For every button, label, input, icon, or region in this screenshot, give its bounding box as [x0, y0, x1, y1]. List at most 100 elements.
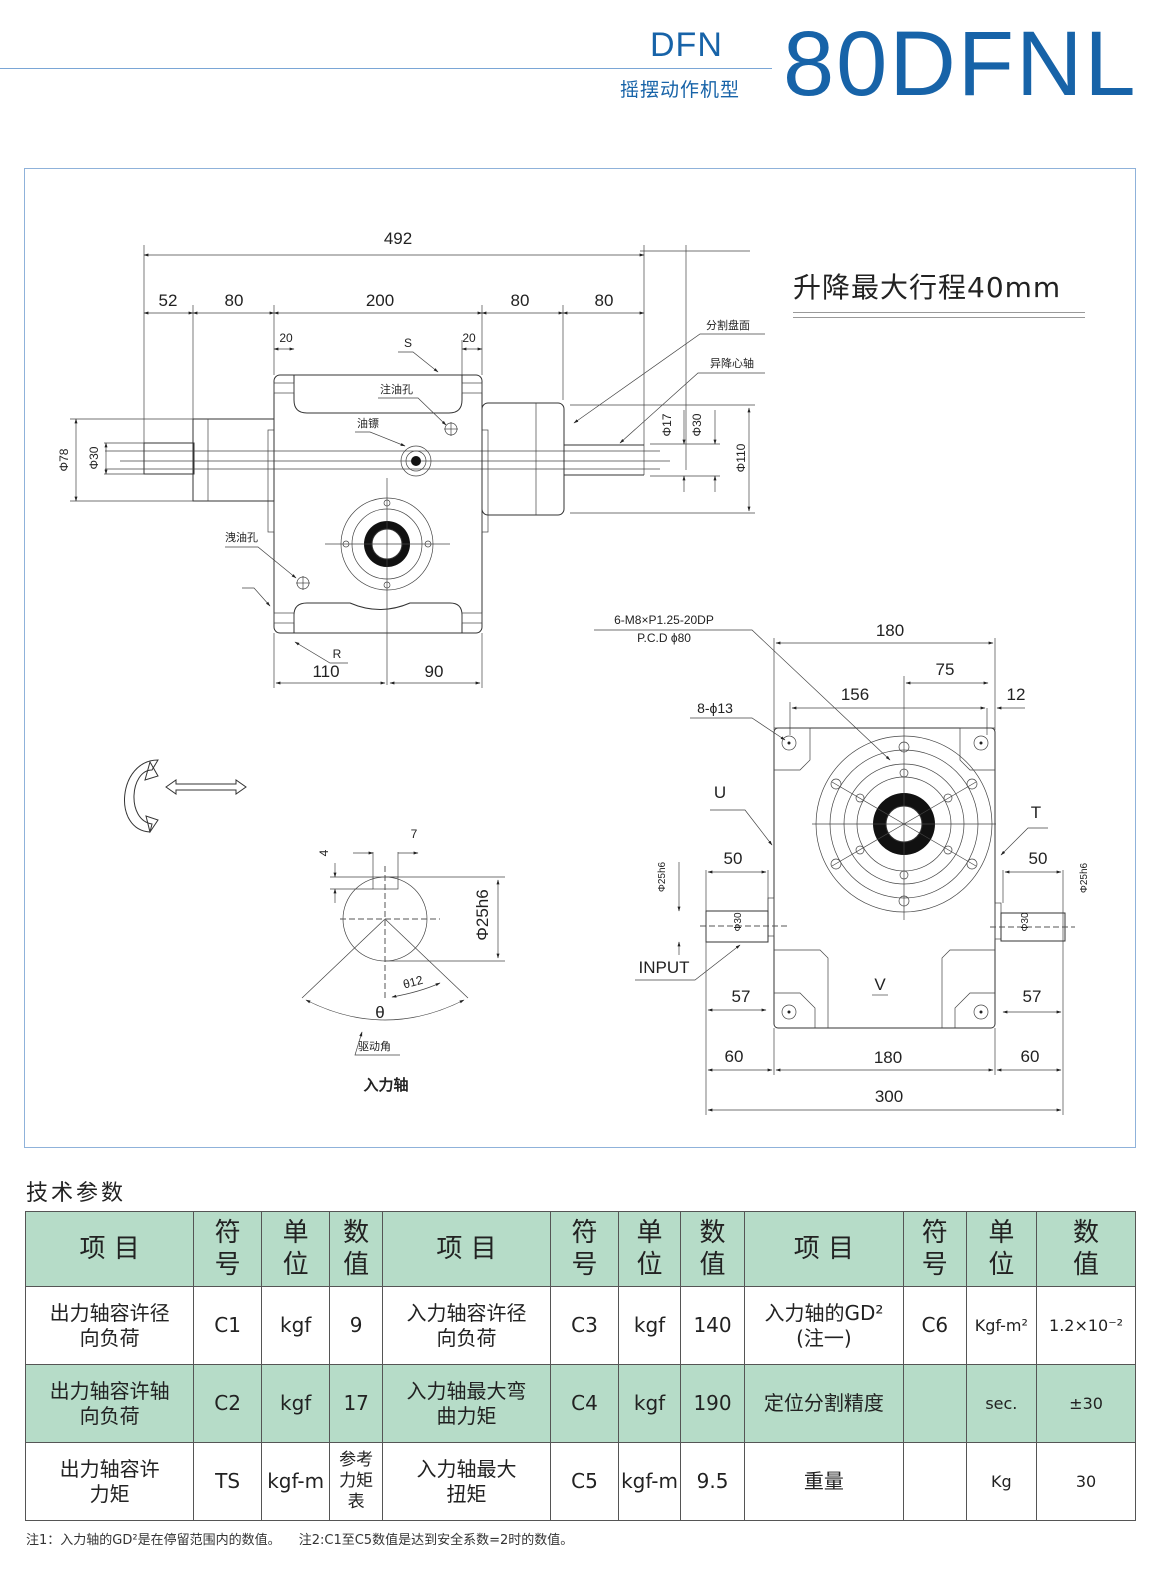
footnote-2: 注2:C1至C5数值是达到安全系数=2时的数值。: [298, 1533, 574, 1548]
spec-symbol: C4: [550, 1364, 619, 1443]
travel-note-rule: [793, 312, 1085, 318]
holes-spec: 8-ϕ13: [697, 700, 733, 716]
label-oil-drain: 洩油孔: [225, 530, 258, 544]
spec-unit: kgf: [260, 1364, 331, 1443]
dim-key-depth: 4: [317, 849, 331, 856]
spec-row: 出力轴容许轴向负荷 C2 kgf 17 入力轴最大弯曲力矩 C4 kgf 190…: [24, 1364, 1136, 1443]
thread-spec-line1: 6-M8×P1.25-20DP: [614, 613, 714, 627]
spec-item: 出力轴容许力矩: [24, 1442, 195, 1521]
footnote-1: 注1：入力轴的GD²是在停留范围内的数值。: [26, 1533, 281, 1548]
dim-80b: 80: [511, 291, 530, 310]
spec-unit: kgf-m: [617, 1442, 682, 1521]
dim-overall: 492: [384, 229, 412, 248]
label-u: U: [714, 783, 726, 802]
input-shaft-section: 7 4 Φ25h6 θ12 θ 驱动角 入力轴: [301, 827, 505, 1094]
label-t: T: [1031, 803, 1041, 822]
dim-phi25h6-left: Φ25h6: [657, 861, 668, 892]
label-v: V: [874, 975, 886, 994]
spec-value: 参考力矩表: [329, 1442, 383, 1521]
dim-57-right: 57: [1023, 987, 1042, 1006]
header-value: 数值: [329, 1211, 383, 1287]
spec-symbol: C1: [193, 1286, 262, 1365]
spec-value: 9: [329, 1286, 383, 1365]
spec-symbol: [903, 1364, 967, 1443]
header-unit: 单位: [260, 1211, 331, 1287]
dim-shaft-diameter: Φ25h6: [473, 889, 492, 940]
spec-item: 定位分割精度: [743, 1364, 905, 1443]
dim-phi17: Φ17: [660, 413, 674, 436]
spec-unit: kgf: [260, 1286, 331, 1365]
header-rule: [0, 68, 772, 69]
front-view: 6-M8×P1.25-20DP P.C.D ϕ80 180 75 156 12 …: [594, 613, 1090, 1115]
input-shaft-title: 入力轴: [363, 1076, 408, 1094]
spec-item: 入力轴的GD²(注一): [743, 1286, 905, 1365]
header-unit: 单位: [965, 1211, 1038, 1287]
spec-unit: kgf: [617, 1286, 682, 1365]
side-view: 492 52 80 200 80 80 20 20 S: [57, 229, 765, 688]
spec-value: 17: [329, 1364, 383, 1443]
spec-symbol: C2: [193, 1364, 262, 1443]
dim-57-left: 57: [732, 987, 751, 1006]
spec-symbol: C6: [903, 1286, 967, 1365]
spec-value: ±30: [1036, 1364, 1136, 1443]
spec-symbol: [903, 1442, 967, 1521]
label-oil-fill: 注油孔: [380, 382, 413, 396]
header-value: 数值: [680, 1211, 745, 1287]
dim-50-right: 50: [1029, 849, 1048, 868]
header-item: 项 目: [381, 1211, 552, 1287]
dim-90: 90: [425, 662, 444, 681]
spec-symbol: C3: [550, 1286, 619, 1365]
dim-200: 200: [366, 291, 394, 310]
dim-12: 12: [1007, 685, 1026, 704]
dim-phi110: Φ110: [734, 443, 748, 472]
spec-section-title: 技术参数: [26, 1181, 127, 1206]
header-value: 数值: [1036, 1211, 1136, 1287]
dim-50-left: 50: [724, 849, 743, 868]
dim-60-right: 60: [1021, 1047, 1040, 1066]
spec-unit: kgf-m: [260, 1442, 331, 1521]
spec-item: 出力轴容许轴向负荷: [24, 1364, 195, 1443]
label-oil-gauge: 油镖: [357, 416, 379, 430]
series-name: DFN: [650, 26, 723, 64]
dim-80c: 80: [595, 291, 614, 310]
half-angle: θ12: [401, 973, 424, 992]
dim-phi30-left: Φ30: [87, 446, 101, 469]
dim-300: 300: [875, 1087, 903, 1106]
label-r: R: [333, 647, 342, 661]
header-symbol: 符号: [193, 1211, 262, 1287]
dim-20a: 20: [279, 331, 293, 345]
drive-angle-label: 驱动角: [358, 1040, 391, 1053]
label-lift-shaft: 异降心轴: [710, 356, 754, 370]
label-index-face: 分割盘面: [706, 318, 750, 332]
spec-unit: sec.: [965, 1364, 1038, 1443]
header-item: 项 目: [743, 1211, 905, 1287]
dim-110: 110: [312, 662, 339, 681]
spec-symbol: C5: [550, 1442, 619, 1521]
dim-180-bottom: 180: [874, 1048, 902, 1067]
dim-phi25h6-right: Φ25h6: [1079, 862, 1090, 893]
model-title: 80DFNL: [783, 13, 1138, 115]
spec-value: 140: [680, 1286, 745, 1365]
travel-note: 升降最大行程40mm: [793, 271, 1062, 304]
spec-value: 1.2×10⁻²: [1036, 1286, 1136, 1365]
spec-header-row: 项 目 符号 单位 数值 项 目 符号 单位 数值 项 目 符号 单位 数值: [24, 1211, 1136, 1287]
dim-52: 52: [159, 291, 178, 310]
spec-unit: Kgf-m²: [965, 1286, 1038, 1365]
spec-row: 出力轴容许力矩 TS kgf-m 参考力矩表 入力轴最大扭矩 C5 kgf-m …: [24, 1442, 1136, 1521]
spec-item: 入力轴容许径向负荷: [381, 1286, 552, 1365]
dim-20b: 20: [462, 331, 476, 345]
spec-unit: kgf: [617, 1364, 682, 1443]
dim-key-width: 7: [411, 827, 418, 841]
label-input: INPUT: [639, 958, 690, 977]
dim-60-left: 60: [725, 1047, 744, 1066]
oscillation-symbol-icon: [124, 759, 247, 834]
dim-phi78: Φ78: [57, 448, 71, 471]
dim-phi30-right: Φ30: [690, 413, 704, 436]
dim-75: 75: [936, 660, 955, 679]
spec-unit: Kg: [965, 1442, 1038, 1521]
label-s: S: [404, 336, 412, 350]
footnotes: 注1：入力轴的GD²是在停留范围内的数值。 注2:C1至C5数值是达到安全系数=…: [26, 1529, 587, 1548]
spec-value: 30: [1036, 1442, 1136, 1521]
spec-item: 入力轴最大弯曲力矩: [381, 1364, 552, 1443]
technical-drawing: 492 52 80 200 80 80 20 20 S: [57, 229, 1090, 1115]
